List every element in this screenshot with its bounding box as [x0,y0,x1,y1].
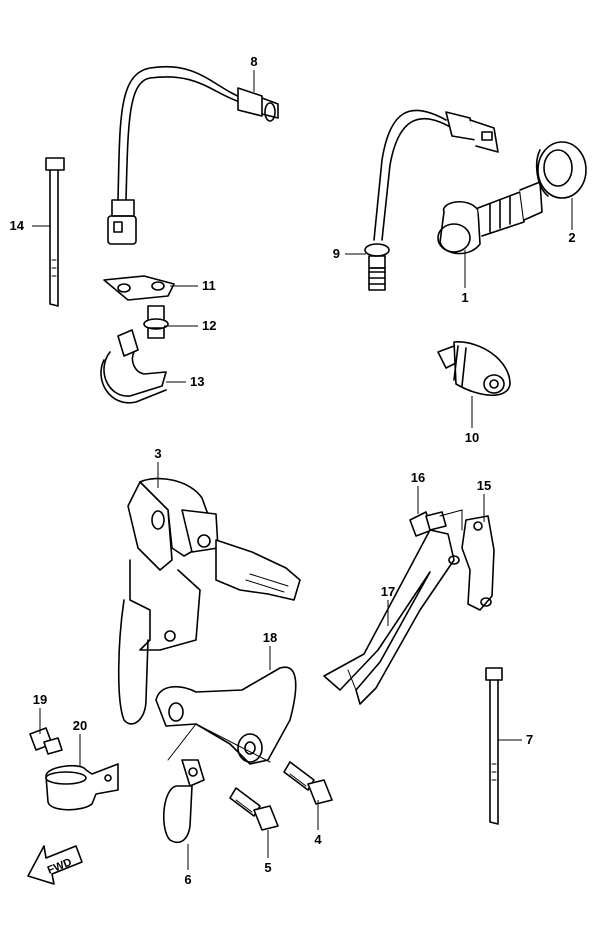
callout-8: 8 [250,54,257,69]
callout-19: 19 [33,692,47,707]
callout-1: 1 [461,290,468,305]
callout-4: 4 [314,832,322,847]
part-19-bolt [29,727,63,755]
callout-20: 20 [73,718,87,733]
callout-10: 10 [465,430,479,445]
callout-11: 11 [202,278,216,293]
callout-15: 15 [477,478,491,493]
part-7-cable-tie [485,667,503,825]
callout-9: 9 [333,246,340,261]
part-1-sender [437,181,543,255]
callout-16: 16 [411,470,425,485]
leader-lines [32,70,573,870]
callout-7: 7 [526,732,533,747]
part-9-sensor-harness [364,109,499,291]
part-18-plate [155,666,297,765]
part-14-cable-tie [45,157,65,307]
fwd-arrow-icon: FWD [27,845,83,885]
callout-13: 13 [190,374,204,389]
part-11-plate [103,275,175,301]
part-13-clamp [100,329,167,404]
callout-3: 3 [154,446,161,461]
callout-2: 2 [568,230,575,245]
part-20-clamp [45,763,119,811]
part-17-arm [323,529,460,705]
callout-18: 18 [263,630,277,645]
part-12-bolt [143,305,169,339]
part-8-sensor-harness [107,65,279,245]
callout-labels: 8 14 9 1 2 11 12 13 10 3 16 15 17 18 19 … [10,54,576,887]
callout-14: 14 [10,218,25,233]
part-6-holder [162,759,205,844]
callout-6: 6 [184,872,191,887]
part-5-bolt [229,787,279,831]
part-4-bolt [283,761,333,805]
part-10-sensor [437,341,511,396]
part-15-bracket [439,509,495,611]
part-3-bracket [117,477,301,725]
part-2-grommet [535,141,587,199]
callout-12: 12 [202,318,216,333]
callout-5: 5 [264,860,271,875]
callout-17: 17 [381,584,395,599]
